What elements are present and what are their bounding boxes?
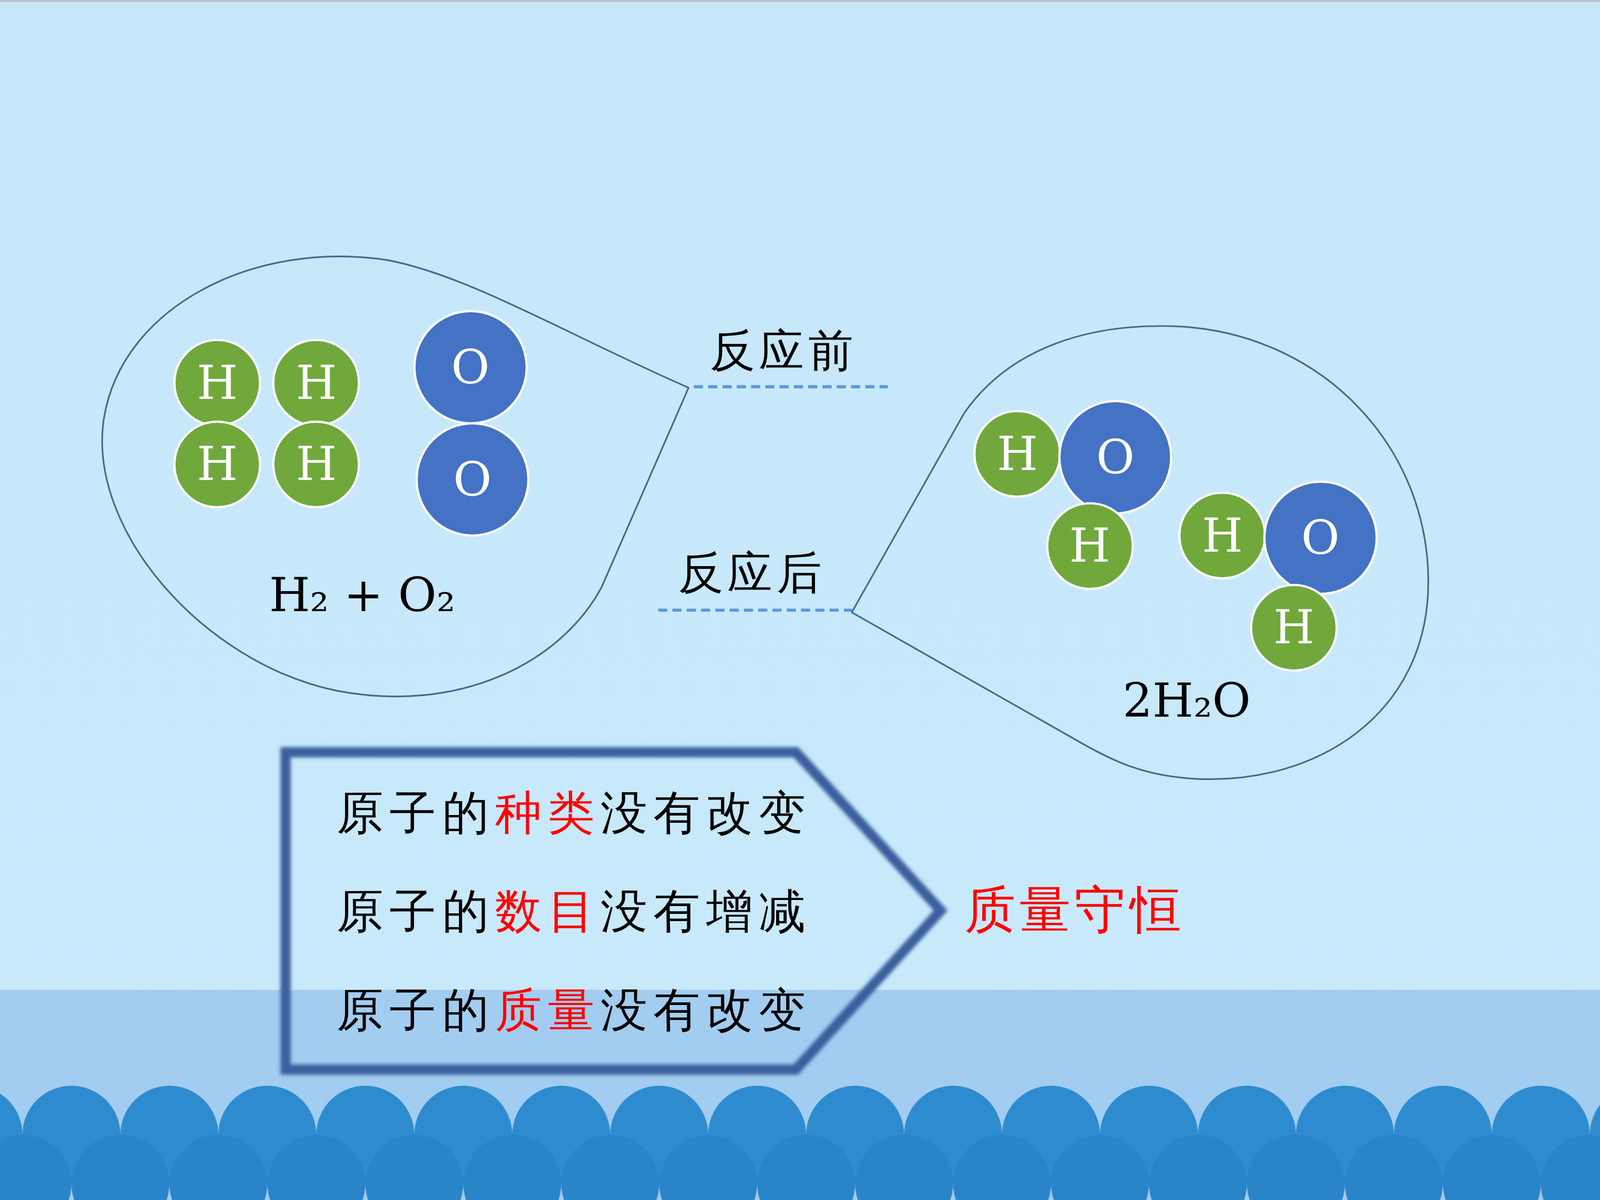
- text-line: 原子的质量没有改变: [336, 983, 812, 1038]
- oxygen-atom: O: [1058, 400, 1173, 515]
- stage-label: 反应前: [710, 324, 858, 377]
- statement-text: 原子的: [336, 883, 495, 939]
- hydrogen-atom: H: [973, 410, 1062, 498]
- atom-symbol: O: [1301, 514, 1340, 562]
- key-term: 质量: [495, 982, 601, 1038]
- hydrogen-atom: H: [1178, 491, 1267, 580]
- chemical-formula: 2H₂O: [1122, 673, 1252, 728]
- wave-row: [0, 1081, 1600, 1200]
- atom-symbol: H: [296, 440, 338, 488]
- atom-symbol: H: [196, 440, 238, 488]
- statement-text: 没有增减: [600, 883, 812, 939]
- hydrogen-atom: H: [1250, 583, 1338, 672]
- chemical-formula: H₂ + O₂: [268, 567, 455, 623]
- wave-row: [0, 1132, 1600, 1200]
- oxygen-atom: O: [413, 310, 528, 425]
- conclusion-label: 质量守恒: [964, 880, 1185, 940]
- atom-symbol: O: [451, 343, 490, 391]
- formula-holder: H₂ + O₂: [268, 569, 455, 622]
- stage-label: 反应后: [678, 546, 826, 599]
- statement-text: 原子的: [336, 982, 495, 1038]
- statement-text: 没有改变: [600, 982, 812, 1038]
- oxygen-atom: O: [1263, 480, 1378, 595]
- dashed-leader: [693, 385, 888, 389]
- shape-path: [852, 326, 1429, 780]
- key-term: 种类: [495, 785, 601, 840]
- atom-symbol: O: [453, 456, 492, 503]
- top-rule: [0, 0, 1600, 3]
- molecule-bubble: H₂ + O₂HHHHOO: [97, 248, 694, 700]
- molecule-bubble: 2H₂OHOHHOH: [846, 320, 1434, 785]
- hydrogen-atom: H: [173, 420, 262, 509]
- summary-arrow-box: 原子的种类没有改变原子的数目没有增减原子的质量没有改变: [273, 740, 958, 1082]
- hydrogen-atom: H: [272, 338, 360, 427]
- atom-symbol: O: [1096, 433, 1135, 481]
- hydrogen-atom: H: [272, 420, 360, 509]
- statement-text: 原子的: [336, 785, 495, 840]
- hydrogen-atom: H: [173, 338, 262, 427]
- atom-symbol: H: [996, 430, 1038, 478]
- label-holder: 质量守恒: [964, 881, 1185, 938]
- shape-path: [102, 256, 689, 697]
- key-term: 数目: [495, 883, 601, 939]
- atom-symbol: H: [1069, 522, 1111, 569]
- text-line: 原子的种类没有改变: [336, 786, 812, 840]
- statement-text: 没有改变: [600, 785, 812, 840]
- formula-holder: 2H₂O: [1122, 675, 1252, 727]
- text-line: 原子的数目没有增减: [336, 884, 812, 939]
- shape-path: [285, 752, 941, 1070]
- label-holder: 反应后: [678, 548, 826, 598]
- atom-symbol: H: [196, 359, 238, 407]
- dashed-leader: [658, 608, 853, 613]
- hydrogen-atom: H: [1046, 502, 1134, 590]
- atom-symbol: H: [296, 359, 338, 407]
- atom-symbol: H: [1273, 603, 1315, 651]
- atom-symbol: H: [1202, 512, 1244, 559]
- oxygen-atom: O: [415, 422, 530, 537]
- label-holder: 反应前: [710, 326, 858, 376]
